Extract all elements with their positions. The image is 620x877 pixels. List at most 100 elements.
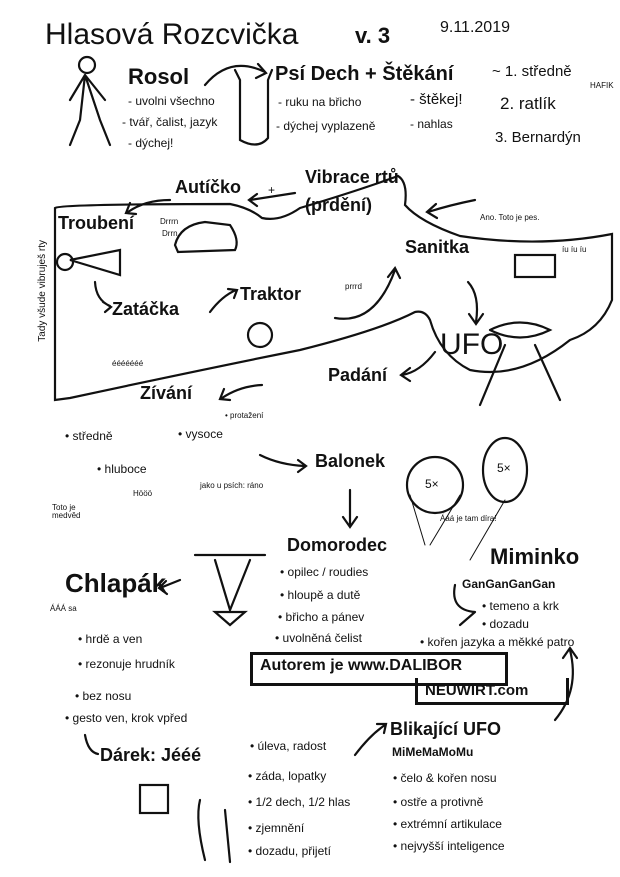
drrn-label: Drrrn [160, 217, 179, 226]
domorodec-item: • uvolněná čelist [275, 631, 362, 645]
arrow-balonek-domorodec [341, 488, 359, 529]
blob-outline [53, 174, 614, 402]
miminko-item: • kořen jazyka a měkké patro [420, 635, 575, 649]
arrow-ufo-padani [399, 350, 437, 383]
author-line1[interactable]: Autorem je www.DALIBOR [260, 657, 463, 674]
arrow-darek-blikajici [353, 722, 388, 757]
hooo-label: Hööö [133, 489, 153, 498]
horn-ball [55, 252, 75, 272]
arrow-chlapak-darek [83, 733, 100, 756]
domorodec-item: • hloupě a dutě [280, 588, 361, 602]
drrn-label: Drrn [162, 229, 178, 238]
ufo-label: UFO [440, 328, 504, 361]
balonek-title: Balonek [315, 451, 386, 471]
domorodec-item: • opilec / roudies [280, 565, 369, 579]
arrow-rosol-to-psi [203, 62, 268, 87]
car-icon [173, 220, 238, 254]
author-box-tail [415, 678, 569, 705]
darek-item: • zjemnění [248, 821, 305, 835]
chlapak-item: • rezonuje hrudník [78, 657, 175, 671]
balloon-1 [405, 455, 465, 515]
version-label: v. 3 [355, 23, 391, 48]
variant-1: ~ 1. středně [492, 63, 572, 80]
zivani-item: • protažení [225, 411, 264, 420]
siren-label: íu íu íu [562, 245, 587, 254]
horn-icon [69, 248, 122, 277]
vertical-note: Tady všude vibruješ rty [37, 240, 48, 342]
dog-note: Ano. Toto je pes. [480, 213, 540, 222]
variant-2: 2. ratlík [500, 94, 556, 113]
arrow-zatacka-traktor [208, 287, 239, 314]
zatacka-label: Zatáčka [112, 299, 180, 319]
blikajici-item: • nejvyšší inteligence [393, 839, 505, 853]
miminko-item: • temeno a krk [482, 599, 559, 613]
autícko-label: Autíčko [175, 177, 242, 197]
rosol-figure [68, 73, 112, 147]
zivani-item: • středně [65, 429, 113, 443]
darek-figure [197, 798, 232, 864]
gift-icon [138, 783, 170, 815]
arrow-dog-to-blob [425, 198, 477, 220]
darek-item: • 1/2 dech, 1/2 hlas [248, 795, 351, 809]
blikajici-item: • extrémní artikulace [393, 817, 502, 831]
zivani-title: Zívání [140, 383, 193, 403]
author-line2[interactable]: NEUWIRT.com [425, 682, 529, 699]
balloon-count: 5× [497, 461, 511, 475]
jako-note: jako u psích: ráno [200, 481, 264, 490]
domorodec-item: • břicho a pánev [278, 610, 365, 624]
arrow-troubeni-zatacka [93, 280, 113, 314]
zivani-item: • hluboce [97, 462, 147, 476]
blikajici-sound: MiMeMaMoMu [392, 745, 474, 759]
arrow-autícko-troubeni [124, 198, 172, 216]
stroller-icon [453, 583, 477, 627]
arrow-author-miminko [553, 646, 579, 722]
rosol-item: - uvolni všechno [128, 94, 215, 108]
arrow-domorodec-chlapak [157, 578, 182, 596]
hole-note: Ááá je tam díra! [440, 514, 497, 523]
chlapak-item: • hrdě a ven [78, 632, 143, 646]
miminko-item: • dozadu [482, 617, 529, 631]
hafik-label: HAFIK [590, 81, 614, 90]
dog-head [233, 68, 274, 146]
blikajici-title: Blikající UFO [390, 719, 502, 739]
zivani-item: • vysoce [178, 427, 223, 441]
vibrace-label: Vibrace rtů [305, 167, 399, 187]
blikajici-item: • ostře a protivně [393, 795, 484, 809]
miminko-sound: GanGanGanGan [462, 577, 556, 591]
padani-label: Padání [328, 365, 388, 385]
domorodec-figure [193, 553, 267, 627]
blikajici-item: • čelo & kořen nosu [393, 771, 497, 785]
domorodec-title: Domorodec [287, 535, 388, 555]
psi-dech-item: - nahlas [410, 117, 453, 131]
troubeni-label: Troubení [58, 213, 134, 233]
sanitka-label: Sanitka [405, 237, 470, 257]
arrow-traktor-sanitka [333, 265, 402, 320]
arrow-to-balonek [258, 453, 308, 474]
rosol-item: - dýchej! [128, 136, 174, 150]
psi-dech-item: - dýchej vyplazeně [276, 119, 376, 133]
rosol-item: - tvář, čalist, jazyk [122, 115, 218, 129]
psi-dech-item: - štěkej! [410, 91, 463, 108]
ambulance-icon [513, 253, 557, 279]
chlapak-item: • gesto ven, krok vpřed [65, 711, 188, 725]
chlapak-item: • bez nosu [75, 689, 132, 703]
miminko-title: Miminko [490, 544, 580, 569]
balloon-2 [481, 436, 529, 504]
darek-title: Dárek: Jééé [100, 745, 202, 765]
variant-3: 3. Bernardýn [495, 129, 581, 146]
rosol-head [77, 55, 97, 75]
tractor-wheel [246, 321, 274, 349]
chlapak-title: Chlapák [65, 568, 167, 598]
page-title: Hlasová Rozcvička [45, 18, 299, 51]
arrow-padani-zivani [218, 383, 264, 402]
author-box [250, 652, 508, 686]
balloon-lines [409, 494, 506, 561]
arrow-sanitka-ufo [466, 280, 485, 326]
arrow-vibrace-autícko [247, 191, 297, 208]
ufo-icon [478, 321, 562, 407]
prdeni-label: (prdění) [305, 195, 372, 215]
plus-sign: + [268, 183, 276, 197]
darek-item: • úleva, radost [250, 739, 327, 753]
